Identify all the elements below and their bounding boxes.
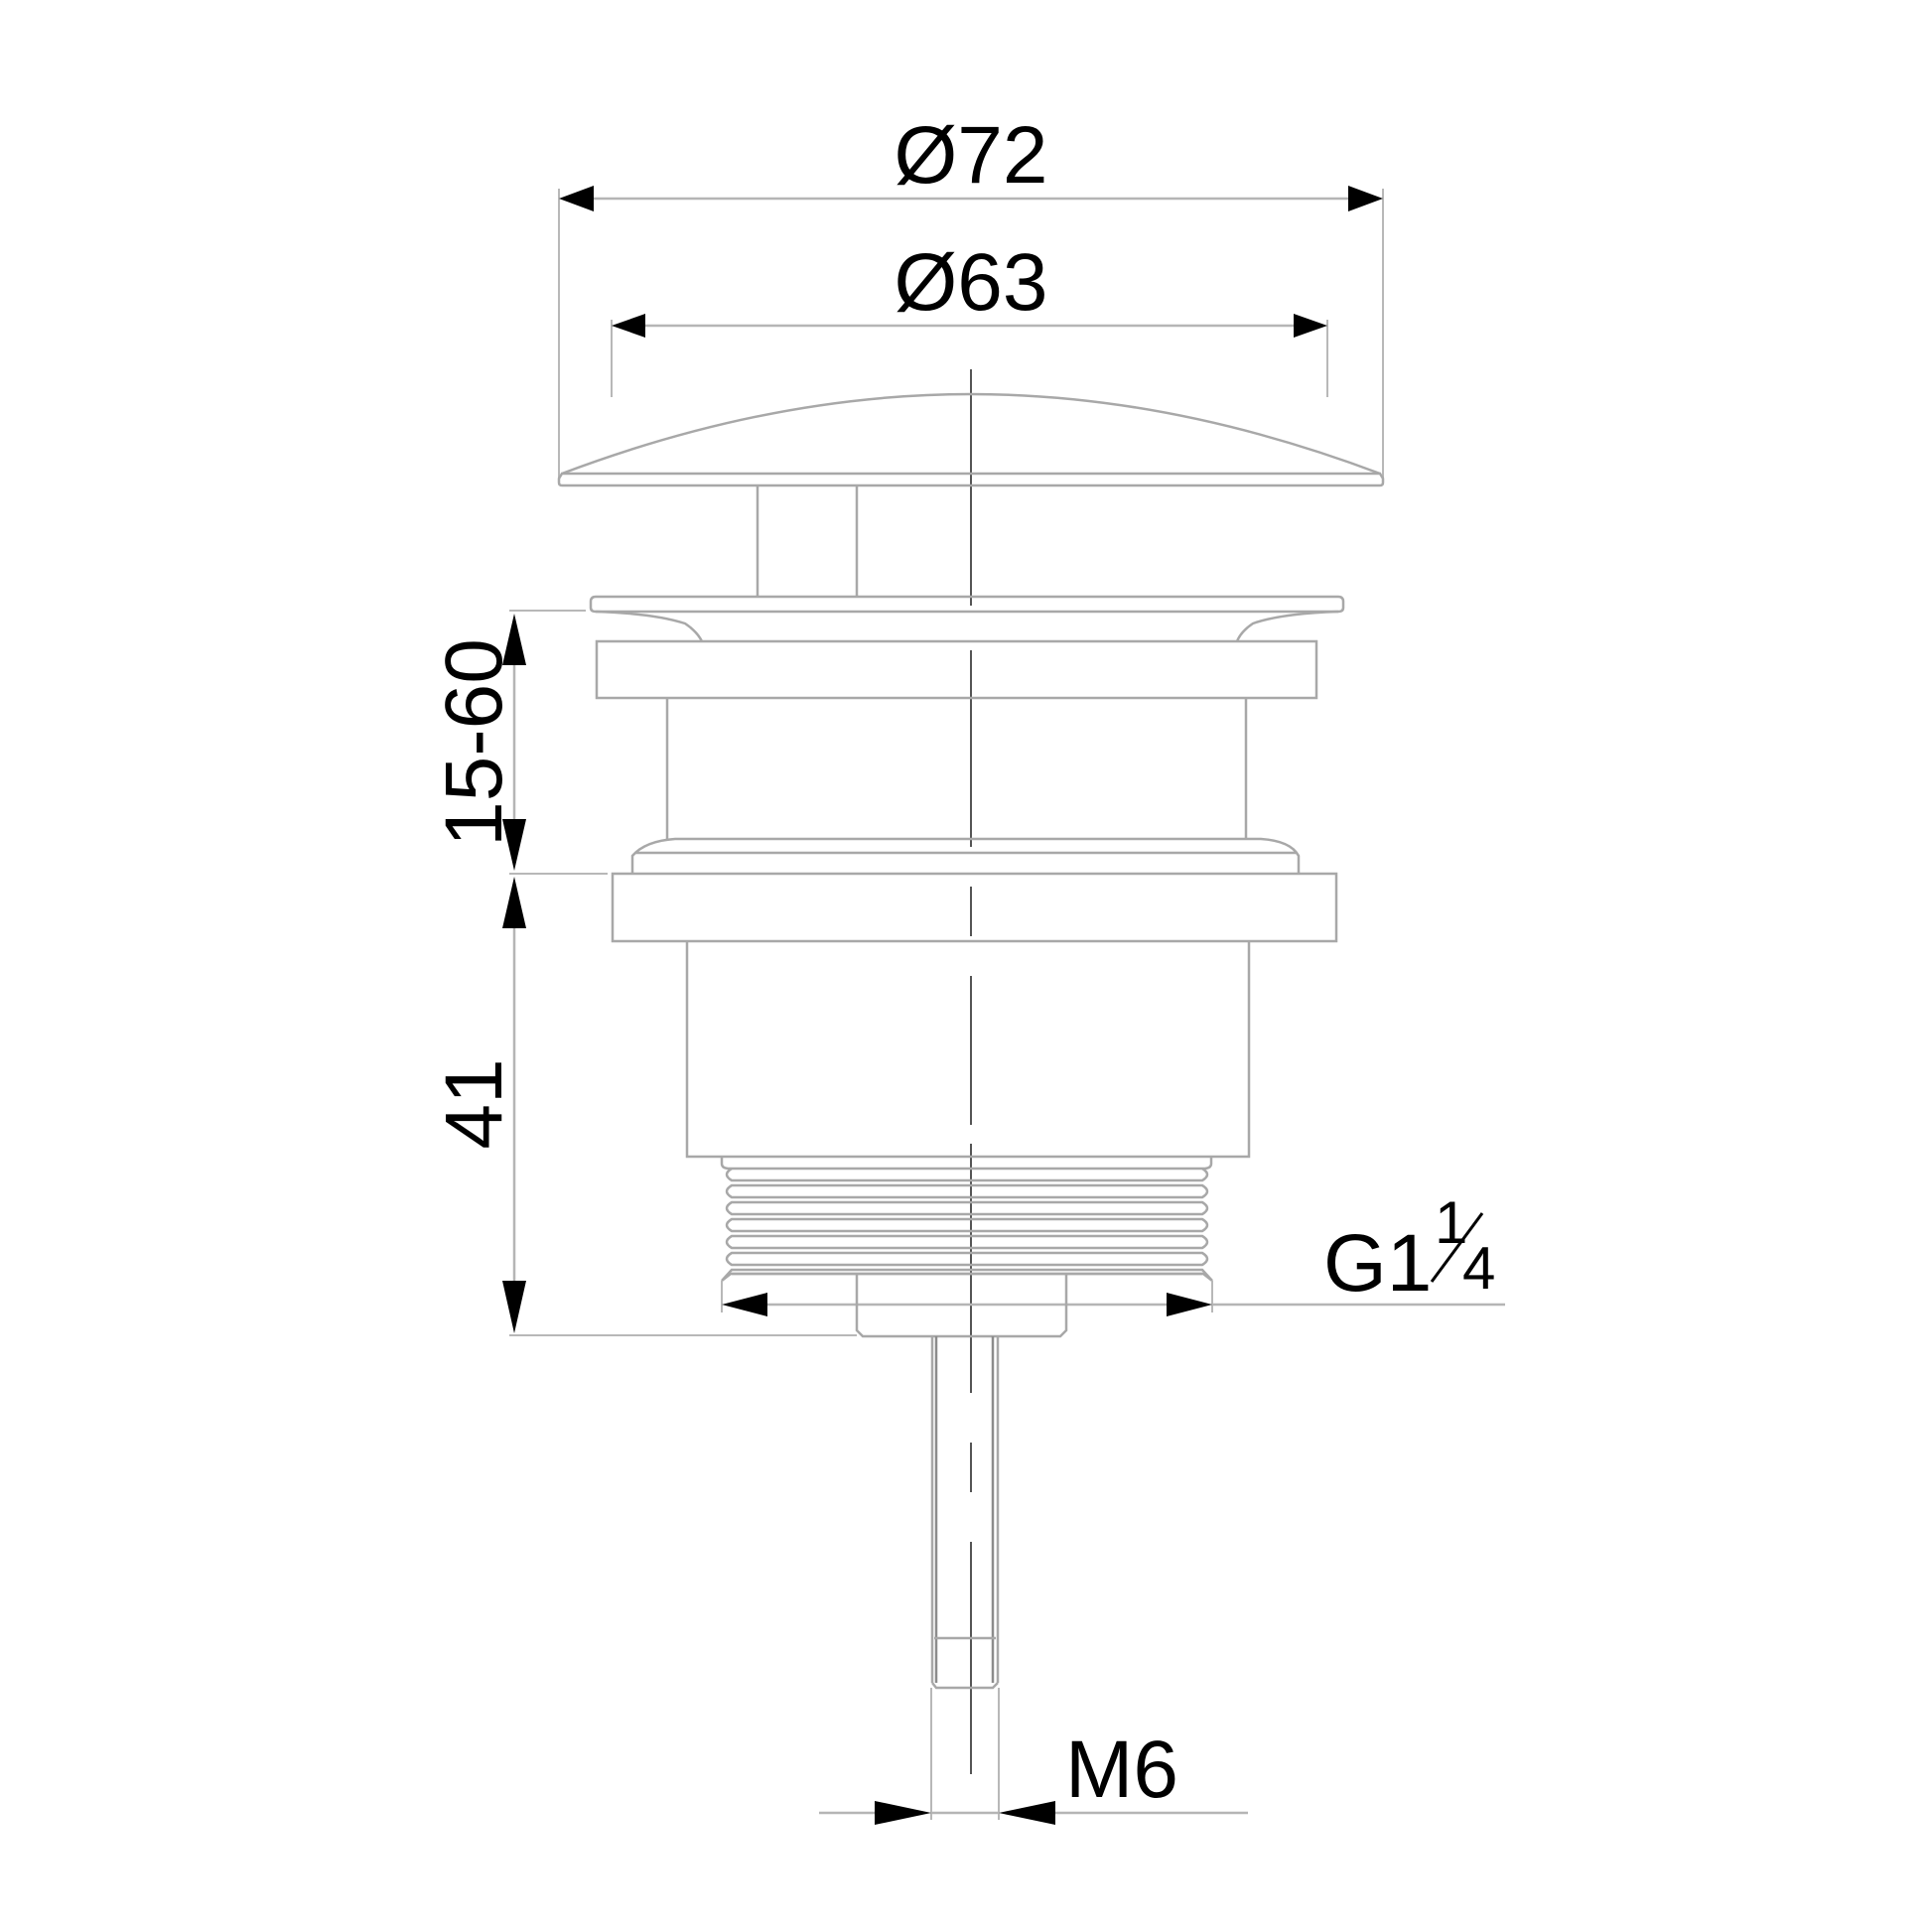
dim-fraction-numerator: 1 xyxy=(1435,1189,1467,1256)
dim-label-41: 41 xyxy=(429,1058,519,1149)
lower-flange xyxy=(509,837,1338,943)
threaded-section xyxy=(721,1167,1213,1282)
domed-cap xyxy=(557,392,1385,487)
dim-cap-inner-diameter: Ø63 xyxy=(611,237,1328,397)
dim-label-g1: G1 xyxy=(1323,1218,1432,1309)
dim-label-63: Ø63 xyxy=(895,237,1048,328)
flange-plate xyxy=(509,595,1345,642)
dim-rod-thread: M6 xyxy=(819,1725,1248,1825)
dim-thread-size: G1 1 4 xyxy=(721,1189,1505,1316)
dim-label-15-60: 15-60 xyxy=(429,638,519,847)
dim-fraction-denominator: 4 xyxy=(1462,1235,1495,1302)
upper-body xyxy=(595,639,1318,840)
dim-body-height: 41 xyxy=(429,877,526,1333)
dim-label-m6: M6 xyxy=(1065,1725,1178,1815)
dim-adjustment-range: 15-60 xyxy=(429,614,526,871)
dim-label-72: Ø72 xyxy=(895,110,1048,201)
dim-cap-outer-diameter: Ø72 xyxy=(558,110,1384,484)
threaded-rod xyxy=(930,1336,1000,1820)
bottom-spigot xyxy=(509,1274,1068,1338)
main-body xyxy=(685,941,1251,1171)
cap-stem xyxy=(756,485,859,597)
